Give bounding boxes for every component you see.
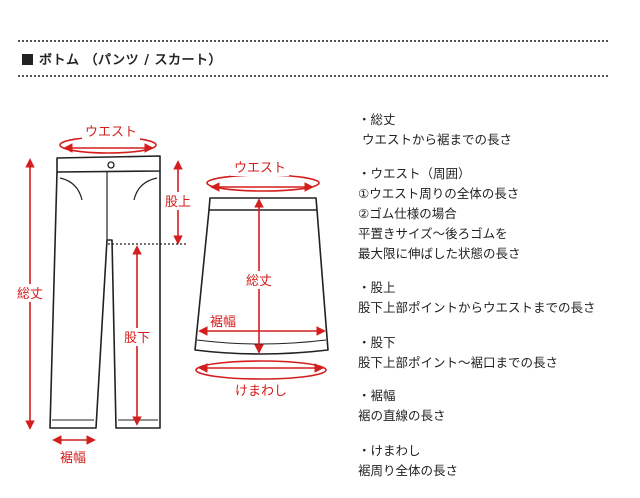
definition-text: 股下上部ポイント～裾口までの長さ — [358, 355, 559, 370]
definition-text: 最大限に伸ばした状態の長さ — [358, 246, 521, 261]
definition-term: ・総丈 — [358, 112, 396, 127]
definition-inseam: ・股下 股下上部ポイント～裾口までの長さ — [358, 333, 558, 373]
definition-text: ②ゴム仕様の場合 — [358, 206, 457, 221]
pants-inseam-label: 股下 — [124, 331, 150, 346]
pants-illustration — [49, 155, 161, 429]
definition-term: ・裾幅 — [358, 388, 396, 403]
skirt-hem-label: 裾幅 — [210, 315, 236, 330]
measurement-diagram: ウエスト 総丈 股上 股下 裾幅 ウエスト 総丈 裾幅 けまわし — [16, 125, 329, 466]
pants-total-length-label: 総丈 — [17, 287, 43, 302]
definition-total-length: ・総丈 ウエストから裾までの長さ — [358, 110, 512, 150]
definition-text: 平置きサイズ～後ろゴムを — [358, 226, 508, 241]
button-icon — [107, 161, 115, 169]
definition-hem: ・裾幅 裾の直線の長さ — [358, 386, 446, 426]
definition-rise: ・股上 股下上部ポイントからウエストまでの長さ — [358, 278, 596, 318]
definition-term: ・ウエスト（周囲） — [358, 166, 471, 181]
pants-rise-label: 股上 — [165, 195, 191, 210]
bottom-dotted-divider — [18, 75, 608, 77]
definition-text: 裾の直線の長さ — [358, 408, 446, 423]
skirt-total-length-label: 総丈 — [246, 274, 272, 289]
definition-text: ①ウエスト周りの全体の長さ — [358, 186, 520, 201]
top-dotted-divider — [18, 40, 608, 42]
skirt-waist-label: ウエスト — [234, 161, 286, 176]
skirt-sweep-label: けまわし — [235, 384, 287, 399]
definition-term: ・けまわし — [358, 443, 421, 458]
definition-waist: ・ウエスト（周囲） ①ウエスト周りの全体の長さ ②ゴム仕様の場合 平置きサイズ～… — [358, 164, 521, 264]
definition-term: ・股下 — [358, 335, 396, 350]
section-heading: ボトム （パンツ / スカート） — [22, 49, 222, 68]
definition-term: ・股上 — [358, 280, 396, 295]
definition-text: ウエストから裾までの長さ — [362, 132, 513, 147]
pants-hem-label: 裾幅 — [60, 451, 86, 466]
square-bullet-icon — [22, 54, 33, 65]
definition-sweep: ・けまわし 裾周り全体の長さ — [358, 441, 458, 481]
definition-text: 股下上部ポイントからウエストまでの長さ — [358, 300, 596, 315]
section-title: ボトム （パンツ / スカート） — [39, 53, 222, 68]
pants-waist-label: ウエスト — [85, 125, 137, 140]
definition-text: 裾周り全体の長さ — [358, 463, 459, 478]
